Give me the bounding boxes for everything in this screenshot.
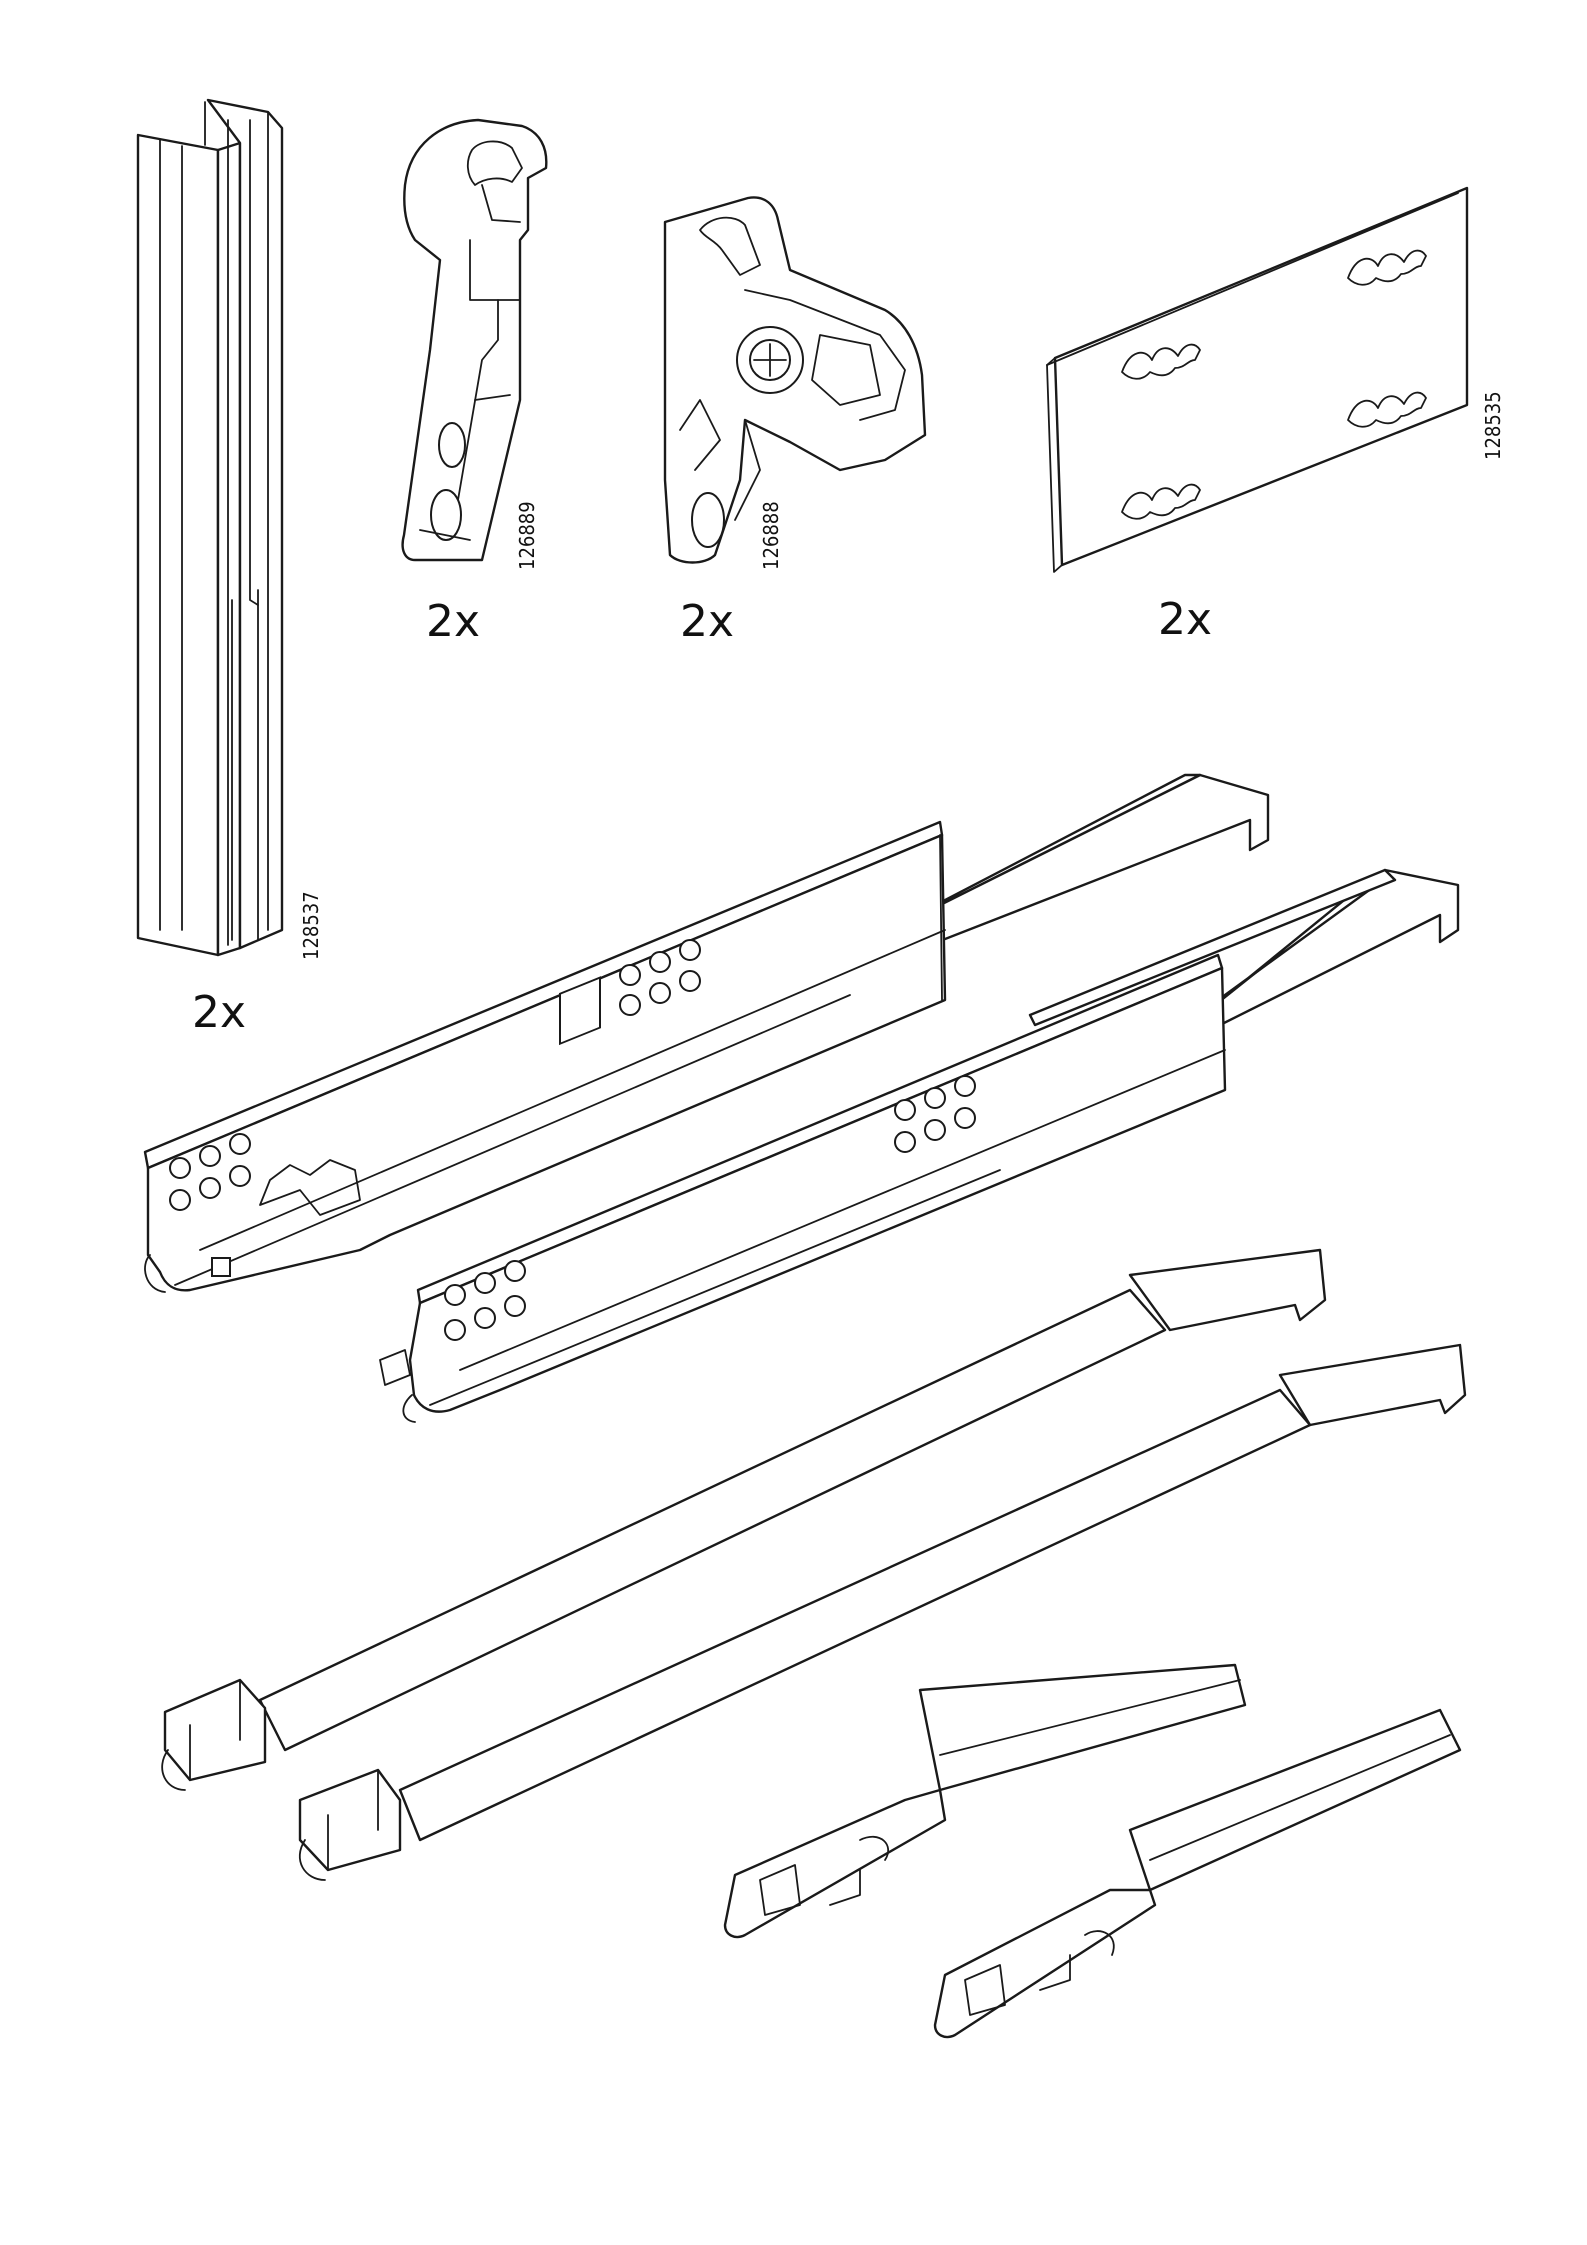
part-128537-drawing	[138, 100, 282, 955]
locking-device-left	[725, 1665, 1245, 1937]
quantity-label: 2x	[1158, 594, 1212, 645]
part-126888-drawing	[665, 197, 925, 562]
part-number: 128537	[299, 891, 323, 960]
part-126889-drawing	[403, 120, 547, 560]
part-number: 126888	[759, 501, 783, 570]
part-number: 126889	[515, 501, 539, 570]
quantity-label: 2x	[192, 987, 246, 1038]
quantity-label: 2x	[426, 596, 480, 647]
part-number: 128535	[1481, 391, 1505, 460]
quantity-label: 2x	[680, 596, 734, 647]
part-128535-drawing	[1047, 188, 1467, 572]
